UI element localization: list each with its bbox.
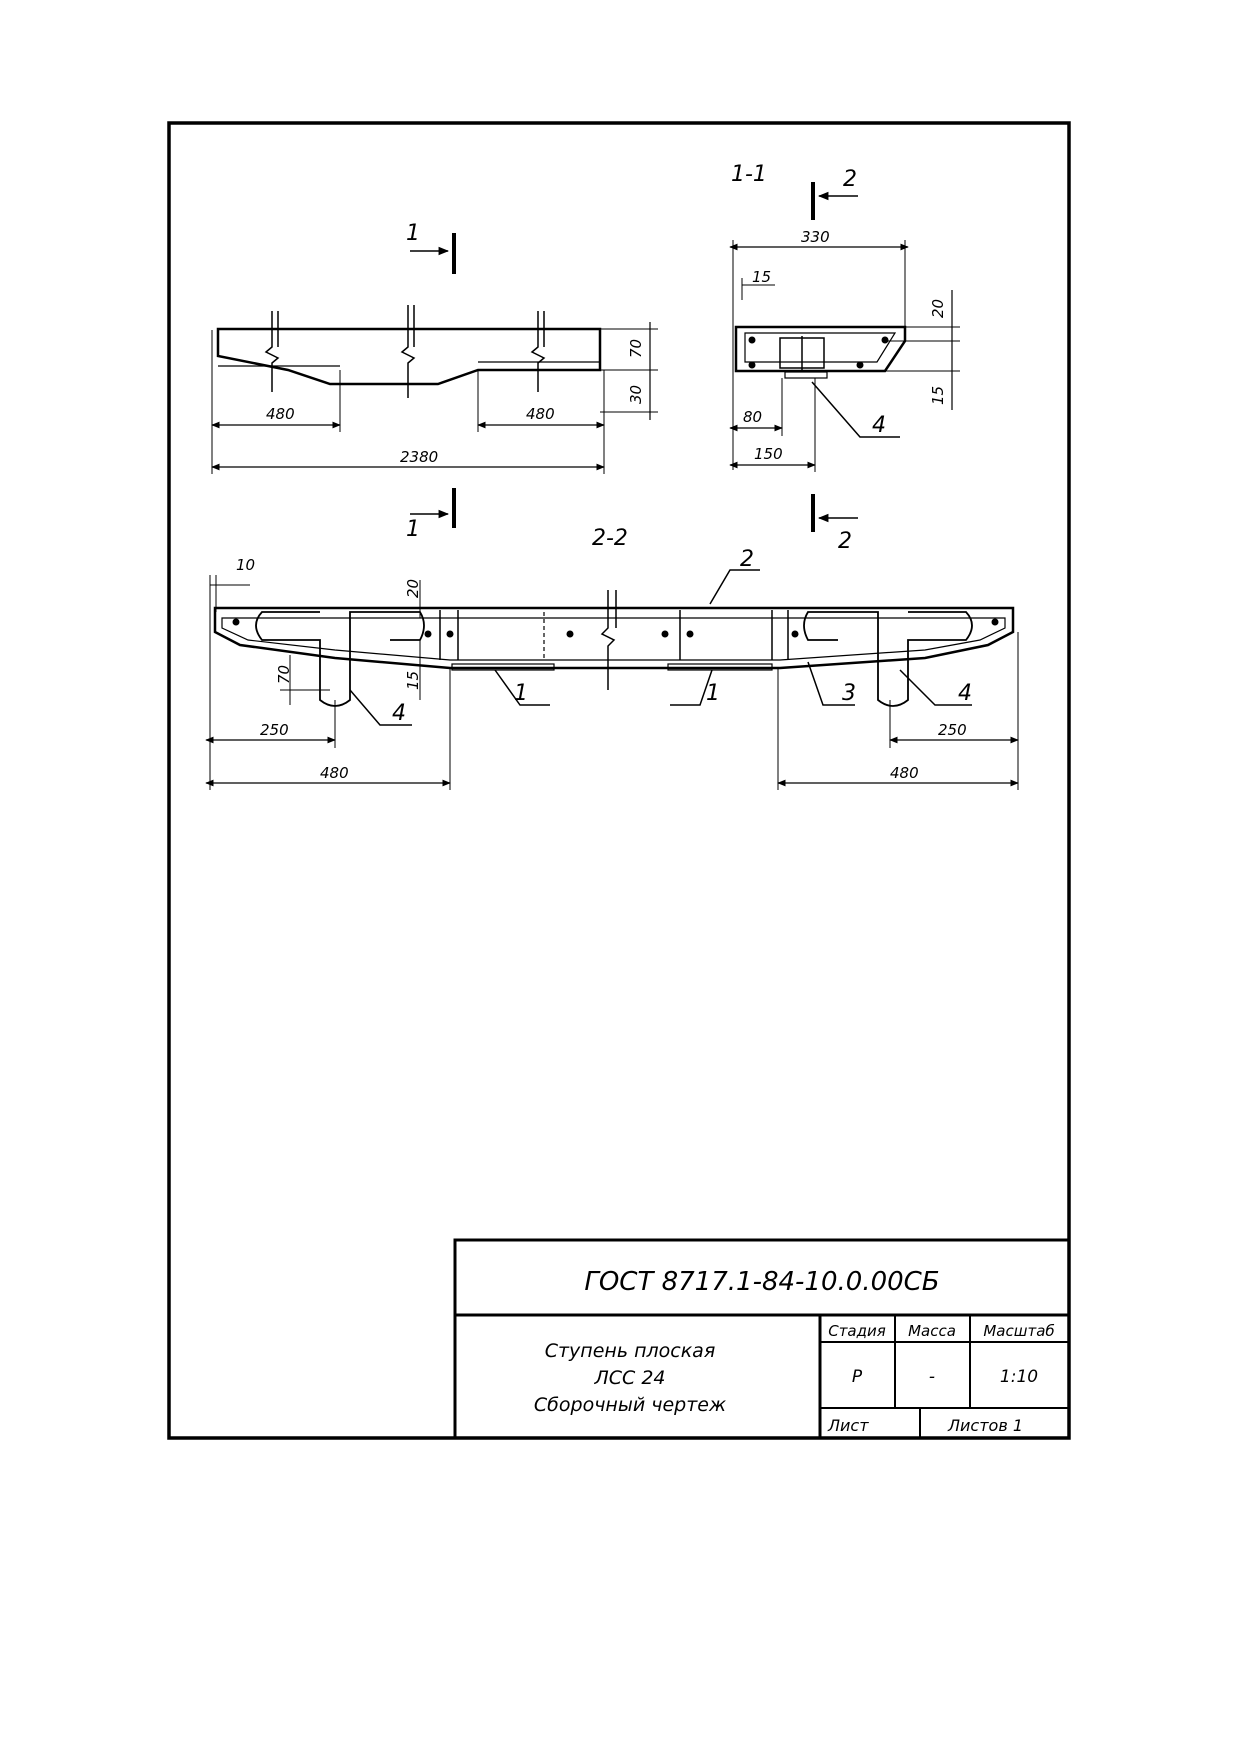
part-code: ЛСС 24 <box>593 1367 665 1389</box>
dim-20: 20 <box>404 579 422 598</box>
sheets-label: Листов 1 <box>947 1416 1023 1435</box>
front-view <box>211 233 658 528</box>
dim-70: 70 <box>275 665 293 684</box>
title-block <box>453 1238 1071 1440</box>
callout-4a: 4 <box>392 701 406 726</box>
section-mark-2-bottom: 2 <box>838 529 852 554</box>
section-1-1-labels: 1-1 2 2 330 15 20 15 80 150 4 <box>731 162 947 554</box>
section-mark-2-top: 2 <box>843 167 857 192</box>
callout-4: 4 <box>872 413 886 438</box>
callout-3: 3 <box>842 681 856 706</box>
dim-480-left: 480 <box>320 764 349 782</box>
dim-150: 150 <box>754 445 783 463</box>
callout-1a: 1 <box>514 681 528 706</box>
title-block-text: ГОСТ 8717.1-84-10.0.00СБ Ступень плоская… <box>534 1267 1055 1435</box>
mass-header: Масса <box>908 1322 956 1340</box>
section-2-2 <box>205 569 1019 790</box>
dim-10: 10 <box>236 556 255 574</box>
section-2-2-title: 2-2 <box>592 526 628 551</box>
scale-value: 1:10 <box>1000 1367 1038 1387</box>
scale-header: Масштаб <box>983 1322 1054 1340</box>
mass-value: - <box>929 1367 935 1387</box>
callout-2: 2 <box>740 547 754 572</box>
dim-15-bottom: 15 <box>929 386 947 405</box>
dim-250-left: 250 <box>260 721 289 739</box>
dim-330: 330 <box>801 228 830 246</box>
dim-15: 15 <box>404 671 422 690</box>
sheet-label: Лист <box>827 1416 869 1435</box>
callout-4b: 4 <box>958 681 972 706</box>
section-1-1-title: 1-1 <box>731 162 767 187</box>
dim-15-edge: 15 <box>752 268 771 286</box>
part-name: Ступень плоская <box>545 1340 716 1362</box>
section-mark-bottom: 1 <box>406 517 420 542</box>
dim-20: 20 <box>929 299 947 318</box>
section-1-1 <box>729 182 960 532</box>
drawing-type: Сборочный чертеж <box>534 1394 726 1416</box>
dim-70: 70 <box>627 339 645 358</box>
dim-250-right: 250 <box>938 721 967 739</box>
dim-480-right: 480 <box>890 764 919 782</box>
dim-2380: 2380 <box>400 448 438 466</box>
dim-480-right: 480 <box>526 405 555 423</box>
callout-1b: 1 <box>706 681 720 706</box>
dim-80: 80 <box>743 408 762 426</box>
front-view-labels: 1 1 480 480 2380 70 30 <box>266 221 645 542</box>
dim-480-left: 480 <box>266 405 295 423</box>
dim-30: 30 <box>627 385 645 404</box>
stage-value: Р <box>852 1367 863 1387</box>
stage-header: Стадия <box>828 1322 886 1340</box>
section-2-2-labels: 2-2 10 20 70 15 250 480 250 480 1 1 2 3 … <box>236 526 972 782</box>
section-mark-top: 1 <box>406 221 420 246</box>
document-designation: ГОСТ 8717.1-84-10.0.00СБ <box>584 1267 939 1297</box>
